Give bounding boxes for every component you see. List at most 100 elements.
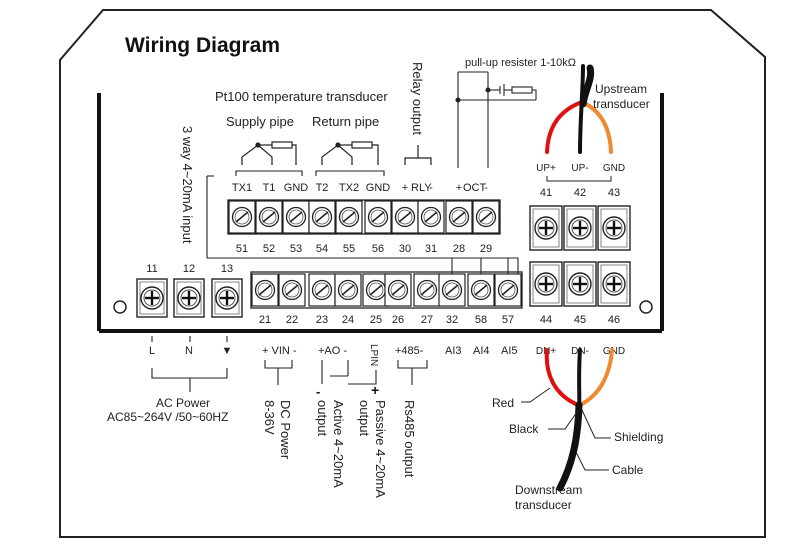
top-terminal-label-30: + xyxy=(402,182,408,194)
dn-terminal-label-46: GND xyxy=(603,346,625,357)
bottom-terminal-32[interactable] xyxy=(438,273,466,307)
cable-shielding-label: Shielding xyxy=(614,430,663,444)
ac-power-label-1: AC Power xyxy=(156,396,210,410)
top-terminal-54[interactable] xyxy=(308,200,336,234)
ai4-label: AI4 xyxy=(473,345,490,357)
pt100-label: Pt100 temperature transducer xyxy=(215,89,388,104)
ai3-label: AI3 xyxy=(445,345,462,357)
top-terminal-number-56: 56 xyxy=(372,243,384,255)
bottom-terminal-23[interactable] xyxy=(308,273,336,307)
cable-black-label: Black xyxy=(509,422,539,436)
bottom-terminal-housing xyxy=(250,271,523,309)
supply-pipe-label: Supply pipe xyxy=(226,114,294,129)
up-bracket xyxy=(546,176,612,182)
lpin-label: LPIN xyxy=(368,344,379,366)
top-terminal-housing xyxy=(227,199,501,235)
cable-red-label: Red xyxy=(492,396,514,410)
top-terminal-56[interactable] xyxy=(364,200,392,234)
top-terminal-52[interactable] xyxy=(255,200,283,234)
ai5-label: AI5 xyxy=(501,345,518,357)
bottom-terminal-21[interactable] xyxy=(251,273,279,307)
dn-terminal-46[interactable] xyxy=(597,261,631,307)
power-terminal-label-12: N xyxy=(185,345,193,357)
bottom-terminal-22[interactable] xyxy=(278,273,306,307)
up-terminal-label-43: GND xyxy=(603,163,625,174)
passive-plus-sign: + xyxy=(371,382,379,398)
rs485-output-label: Rs485 output xyxy=(402,400,417,478)
top-terminal-51[interactable] xyxy=(228,200,256,234)
top-terminal-53[interactable] xyxy=(282,200,310,234)
up-terminal-41[interactable] xyxy=(529,205,563,251)
upstream-label-1: Upstream xyxy=(595,82,647,96)
up-terminal-number-43: 43 xyxy=(608,187,620,199)
up-terminal-label-42: UP- xyxy=(571,163,588,174)
bottom-terminal-number-24: 24 xyxy=(342,314,354,326)
upstream-label-2: transducer xyxy=(593,97,650,111)
active-minus-sign: - xyxy=(316,384,320,399)
top-terminal-number-51: 51 xyxy=(236,243,248,255)
bottom-terminal-number-57: 57 xyxy=(502,314,514,326)
bottom-terminal-number-32: 32 xyxy=(446,314,458,326)
top-terminal-label-54: T2 xyxy=(316,182,329,194)
top-terminal-label-55: TX2 xyxy=(339,182,359,194)
pullup-circuit xyxy=(455,71,537,168)
return-pipe-label: Return pipe xyxy=(312,114,379,129)
supply-bracket xyxy=(235,170,303,176)
bottom-terminal-number-26: 26 xyxy=(392,314,404,326)
power-terminal-11[interactable] xyxy=(136,278,168,318)
diagram-title: Wiring Diagram xyxy=(125,34,280,57)
downstream-label-1: Downstream xyxy=(515,483,582,497)
top-terminal-number-53: 53 xyxy=(290,243,302,255)
top-terminal-label-31: - xyxy=(429,182,433,194)
top-terminal-label-51: TX1 xyxy=(232,182,252,194)
bottom-terminal-57[interactable] xyxy=(494,273,522,307)
bottom-terminal-number-22: 22 xyxy=(286,314,298,326)
cable-leaders xyxy=(521,387,611,471)
active-output-label-2: output xyxy=(315,400,330,437)
active-output-label-1: Active 4~20mA xyxy=(331,400,346,488)
bottom-terminal-58[interactable] xyxy=(467,273,495,307)
dn-terminal-number-45: 45 xyxy=(574,314,586,326)
bottom-terminal-27[interactable] xyxy=(413,273,441,307)
top-terminal-number-30: 30 xyxy=(399,243,411,255)
bottom-terminal-24[interactable] xyxy=(334,273,362,307)
top-terminal-28[interactable] xyxy=(445,200,473,234)
top-terminal-30[interactable] xyxy=(391,200,419,234)
dc-power-label-1: DC Power xyxy=(278,400,293,460)
power-terminal-number-11: 11 xyxy=(146,263,157,275)
top-terminal-label-29: - xyxy=(484,182,488,194)
up-terminal-42[interactable] xyxy=(563,205,597,251)
bottom-terminal-26[interactable] xyxy=(384,273,412,307)
bottom-terminal-number-25: 25 xyxy=(370,314,382,326)
top-terminal-number-29: 29 xyxy=(480,243,492,255)
top-terminal-31[interactable] xyxy=(417,200,445,234)
up-terminal-43[interactable] xyxy=(597,205,631,251)
top-terminal-55[interactable] xyxy=(335,200,363,234)
pt100-return-symbol xyxy=(321,141,379,165)
power-terminal-12[interactable] xyxy=(173,278,205,318)
relay-bracket xyxy=(404,145,432,165)
top-terminal-number-31: 31 xyxy=(425,243,437,255)
up-terminal-label-41: UP+ xyxy=(536,163,556,174)
power-terminal-13[interactable] xyxy=(211,278,243,318)
ao-label: +AO - xyxy=(318,345,347,357)
passive-output-label-1: Passive 4~20mA xyxy=(373,400,388,498)
vin-label: + VIN - xyxy=(262,345,297,357)
dc-power-label-2: 8-36V xyxy=(262,400,277,435)
ac-power-label-2: AC85~264V /50~60HZ xyxy=(107,410,228,424)
cable-label: Cable xyxy=(612,463,644,477)
top-terminal-29[interactable] xyxy=(472,200,500,234)
mount-hole-right xyxy=(639,300,653,314)
three-way-input-label: 3 way 4~20mA input xyxy=(180,126,195,244)
top-terminal-number-55: 55 xyxy=(343,243,355,255)
dn-terminal-44[interactable] xyxy=(529,261,563,307)
dn-terminal-45[interactable] xyxy=(563,261,597,307)
rs485-label: +485- xyxy=(395,345,424,357)
top-terminal-label-52: T1 xyxy=(263,182,276,194)
panel-frame xyxy=(59,9,766,538)
